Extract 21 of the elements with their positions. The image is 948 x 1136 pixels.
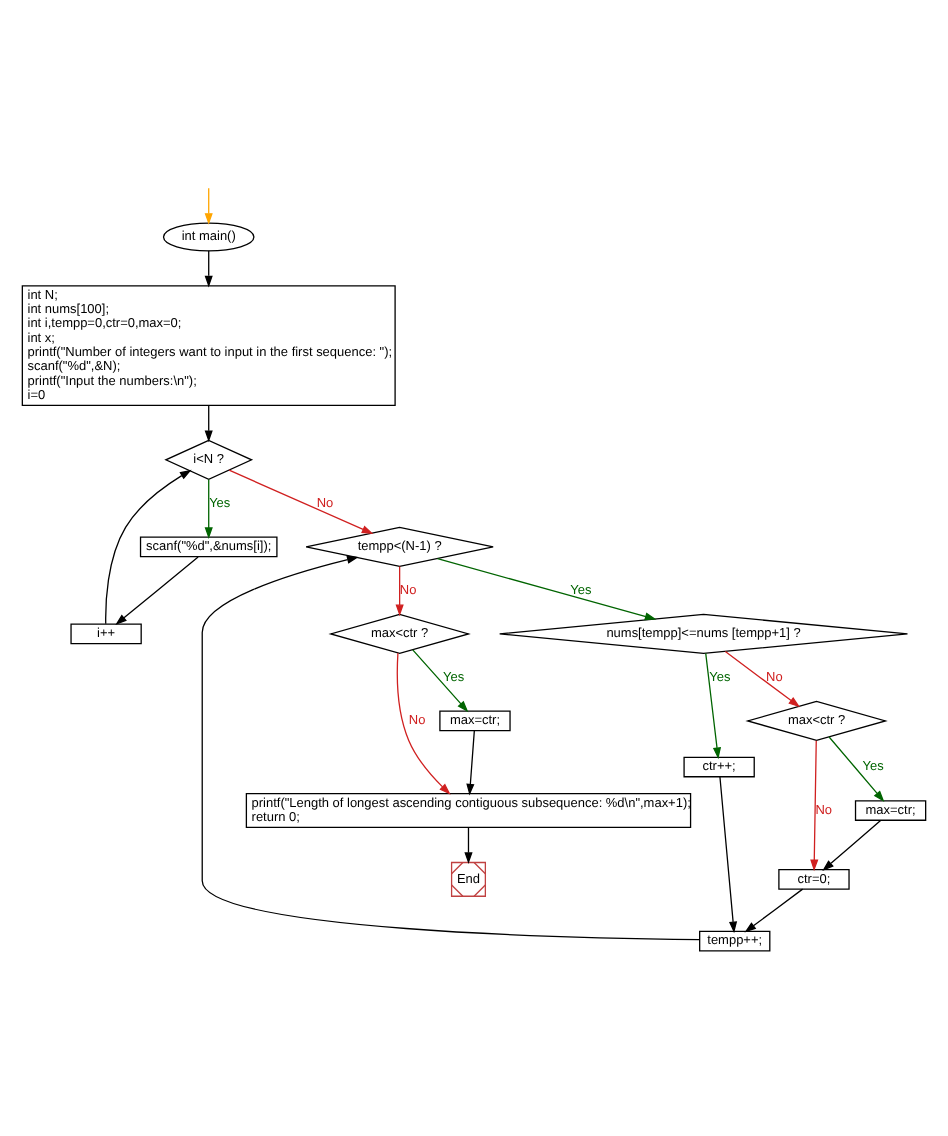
arrow bbox=[395, 564, 404, 616]
arrow bbox=[724, 649, 801, 707]
arrow bbox=[204, 186, 213, 224]
arrow bbox=[412, 648, 469, 712]
arrow bbox=[436, 557, 657, 620]
arrow bbox=[204, 403, 213, 442]
arrow bbox=[744, 887, 804, 932]
arrow bbox=[719, 775, 738, 933]
arrow bbox=[828, 735, 885, 801]
arrow bbox=[466, 729, 475, 795]
arrow bbox=[201, 554, 701, 940]
arrow bbox=[115, 555, 199, 625]
arrow bbox=[705, 651, 722, 759]
arrow bbox=[396, 651, 451, 794]
arrow bbox=[810, 739, 819, 871]
arrow bbox=[105, 468, 192, 624]
arrow bbox=[204, 249, 213, 287]
arrow bbox=[228, 468, 374, 533]
arrow bbox=[204, 477, 213, 539]
arrow bbox=[464, 825, 473, 863]
arrow bbox=[822, 818, 882, 870]
